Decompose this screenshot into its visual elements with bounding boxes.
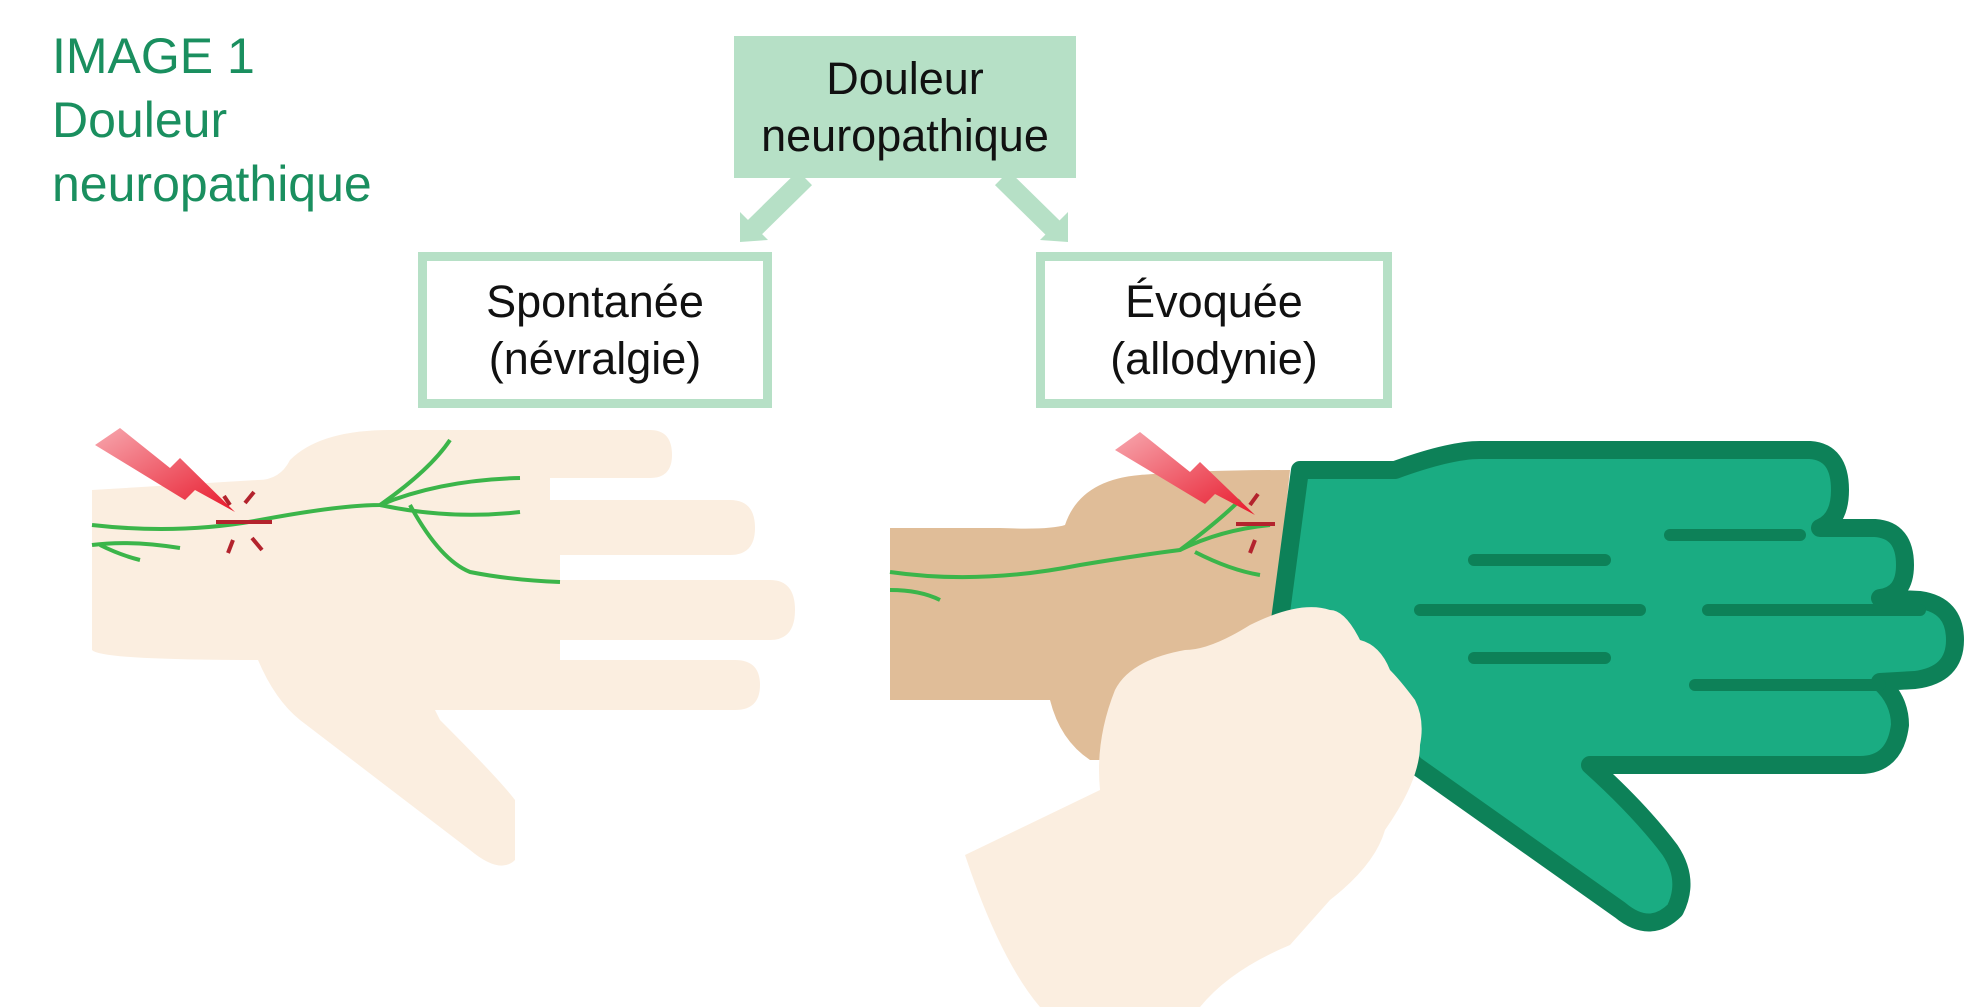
spontaneous-label-line-1: Spontanée: [486, 273, 704, 330]
root-box: Douleur neuropathique: [734, 36, 1076, 178]
spontaneous-label-line-2: (névralgie): [489, 330, 702, 387]
arrow-left: [740, 178, 805, 242]
root-label-line-1: Douleur: [826, 50, 984, 107]
spontaneous-box: Spontanée (névralgie): [418, 252, 772, 408]
arrow-right: [1002, 178, 1068, 242]
evoked-box: Évoquée (allodynie): [1036, 252, 1392, 408]
root-label-line-2: neuropathique: [761, 107, 1049, 164]
hand-illustration: [92, 428, 795, 866]
evoked-label-line-2: (allodynie): [1110, 330, 1318, 387]
evoked-label-line-1: Évoquée: [1125, 273, 1303, 330]
